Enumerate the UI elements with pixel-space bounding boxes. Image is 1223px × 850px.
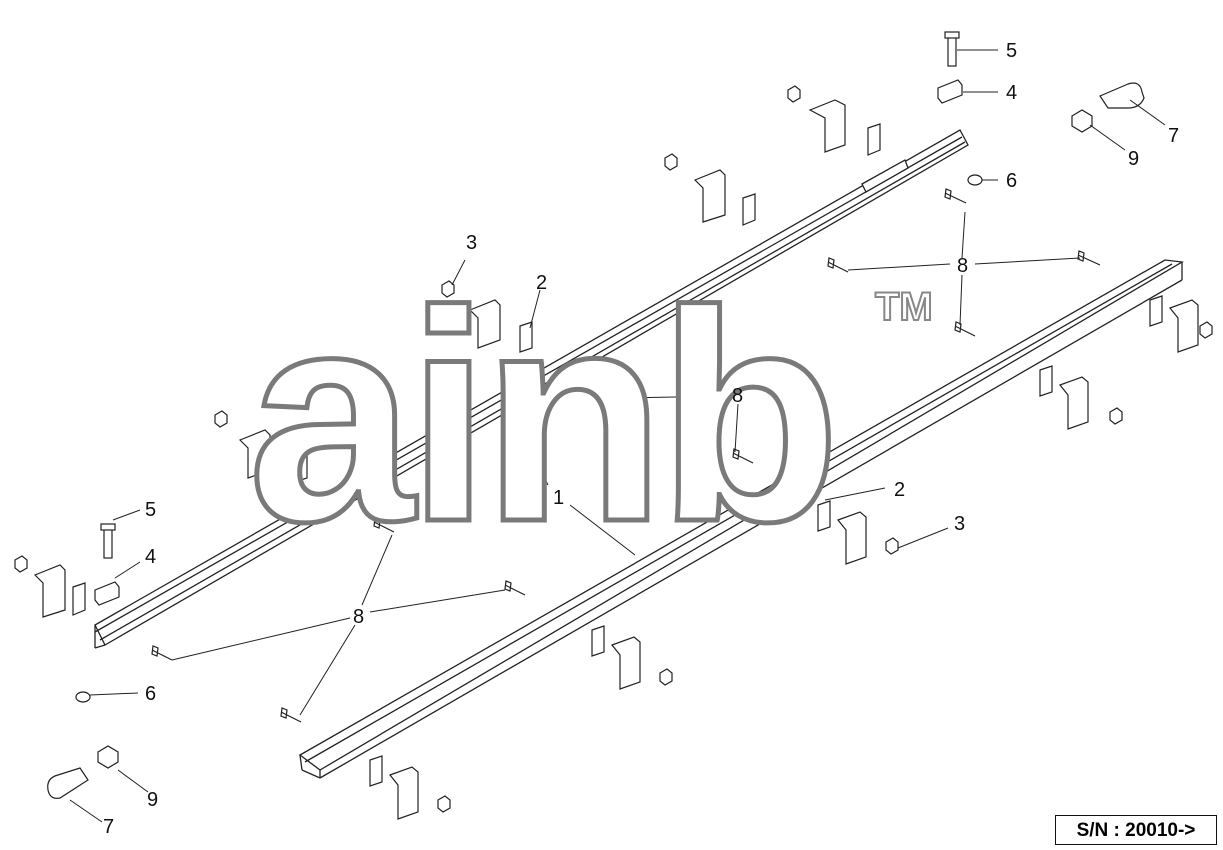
bracket-group <box>33 99 881 618</box>
bracket <box>693 169 756 226</box>
bracket <box>238 429 308 483</box>
serial-number-box: S/N : 20010-> <box>1055 815 1217 845</box>
leader-lines <box>69 49 1166 823</box>
callout-4-top: 4 <box>1006 82 1017 104</box>
serial-number-text: S/N : 20010-> <box>1076 820 1196 841</box>
callout-labels: 5 4 7 9 6 8 3 2 8 1 2 3 5 4 8 6 9 7 <box>103 40 1179 838</box>
callout-7-top: 7 <box>1168 125 1179 147</box>
bracket-group-lower <box>369 295 1199 820</box>
bracket <box>1149 295 1199 353</box>
bracket <box>468 299 533 353</box>
callout-9-bottom: 9 <box>147 789 158 811</box>
callout-9-top: 9 <box>1128 148 1139 170</box>
bracket <box>33 564 86 618</box>
bracket <box>591 625 641 690</box>
bracket <box>808 99 881 156</box>
vertical-bolts <box>75 31 983 703</box>
callout-8-right: 8 <box>957 255 968 277</box>
watermark-text: ainb <box>248 248 833 584</box>
bracket <box>369 755 419 820</box>
callout-7-bottom: 7 <box>103 816 114 838</box>
callout-8-left: 8 <box>353 606 364 628</box>
callout-5-top: 5 <box>1006 40 1017 62</box>
rail-lower <box>298 259 1184 779</box>
watermark: ainb TM <box>246 246 934 587</box>
callout-4-left: 4 <box>145 546 156 568</box>
bracket <box>817 500 867 565</box>
callout-3-top: 3 <box>466 232 477 254</box>
callout-2-lower: 2 <box>894 479 905 501</box>
callout-5-left: 5 <box>145 499 156 521</box>
callout-2-top: 2 <box>536 272 547 294</box>
nut-group <box>14 85 1213 813</box>
callout-6-left: 6 <box>145 683 156 705</box>
trademark-text: TM <box>875 285 933 329</box>
callout-8-mid: 8 <box>732 385 743 407</box>
callout-3-lower: 3 <box>954 513 965 535</box>
callout-1: 1 <box>553 487 564 509</box>
bolt-group <box>151 188 1101 723</box>
rail-upper <box>94 129 969 649</box>
bracket <box>1039 365 1089 430</box>
callout-6-top: 6 <box>1006 170 1017 192</box>
